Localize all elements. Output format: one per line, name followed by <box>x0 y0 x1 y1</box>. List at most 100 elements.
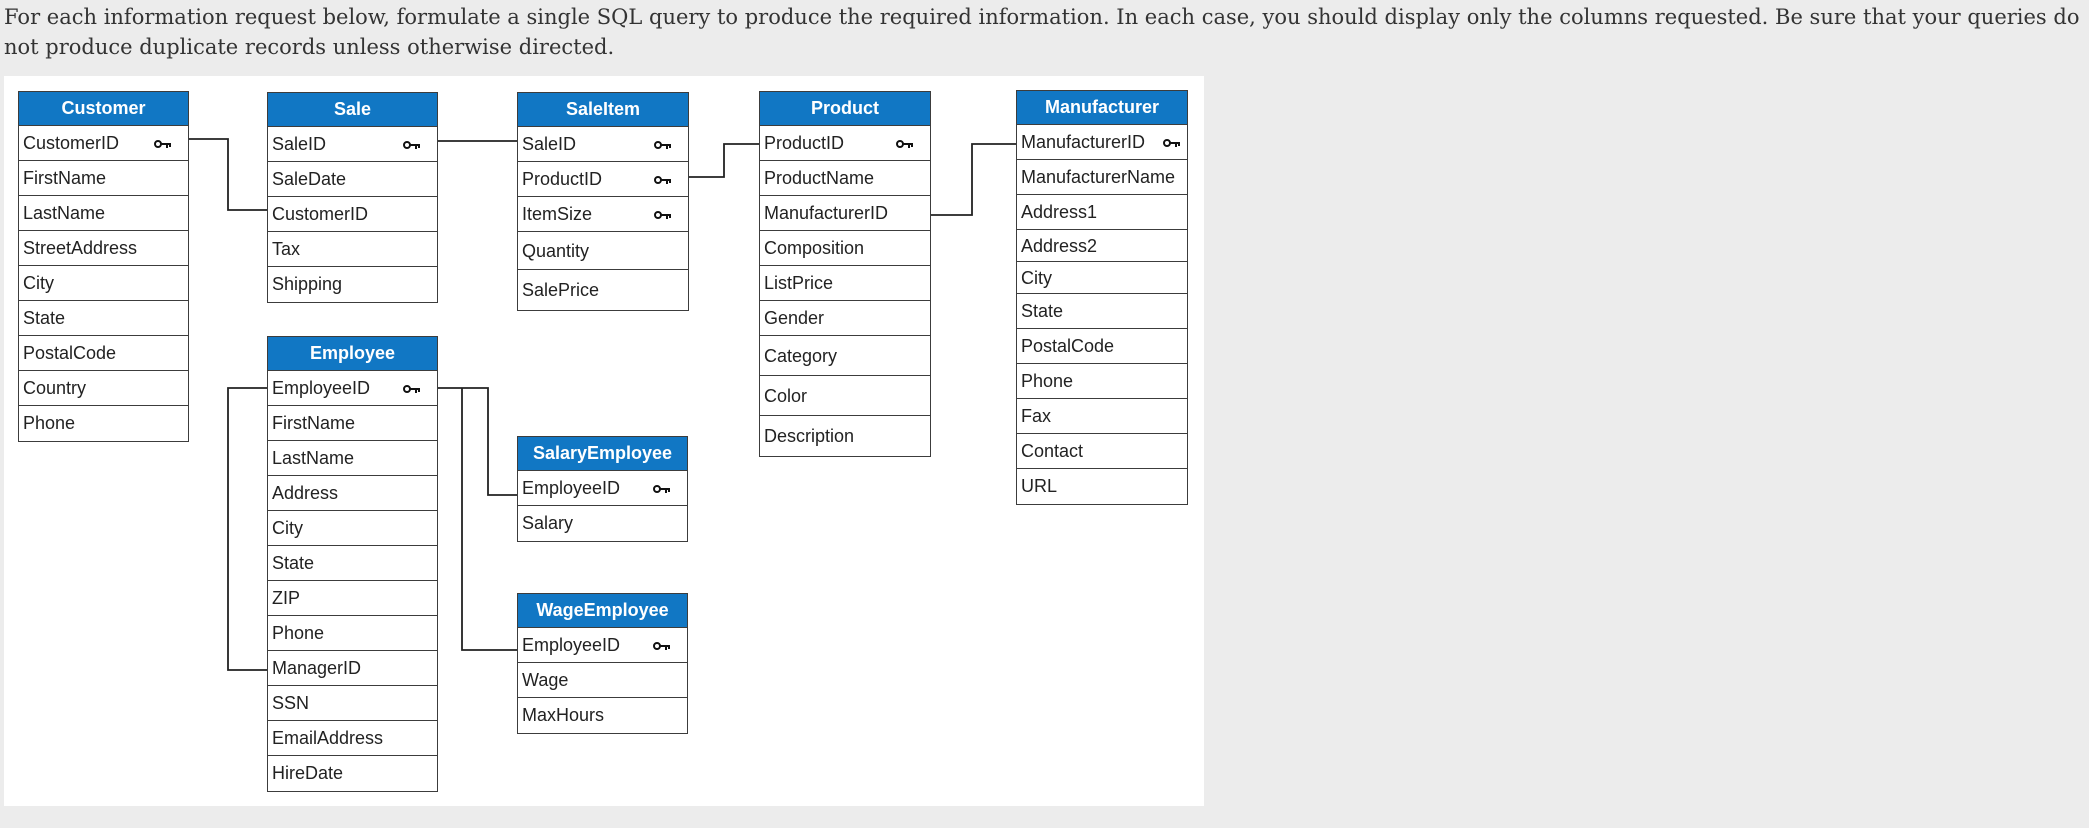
field-row: SalePrice <box>518 270 688 310</box>
field-name: PostalCode <box>1021 336 1115 356</box>
field-row: Composition <box>760 231 930 266</box>
field-name: Address <box>272 483 339 503</box>
field-name: SSN <box>272 693 310 713</box>
field-name: ManagerID <box>272 658 362 678</box>
key-icon <box>403 385 420 393</box>
key-icon <box>654 176 671 184</box>
field-row: PostalCode <box>1017 329 1187 364</box>
field-row: Address2 <box>1017 230 1187 262</box>
field-name: LastName <box>23 203 106 223</box>
key-icon <box>654 211 671 219</box>
field-row: EmployeeID <box>268 371 437 406</box>
table-title: Sale <box>268 93 437 127</box>
field-name: PostalCode <box>23 343 117 363</box>
field-name: Tax <box>272 239 301 259</box>
field-name: Quantity <box>522 241 590 261</box>
field-name: SaleDate <box>272 169 347 189</box>
field-row: City <box>19 266 188 301</box>
field-name: Shipping <box>272 274 343 294</box>
field-name: EmailAddress <box>272 728 384 748</box>
field-name: Composition <box>764 238 865 258</box>
field-name: Color <box>764 386 808 406</box>
link-saleitem-product <box>689 143 759 178</box>
field-row: PostalCode <box>19 336 188 371</box>
field-row: ManufacturerID <box>760 196 930 231</box>
field-row: Quantity <box>518 232 688 270</box>
key-icon <box>1163 139 1180 147</box>
field-row: LastName <box>19 196 188 231</box>
field-row: Phone <box>19 406 188 441</box>
field-name: EmployeeID <box>272 378 371 398</box>
relationship-lines <box>189 138 1016 671</box>
field-name: CustomerID <box>272 204 369 224</box>
field-row: Fax <box>1017 399 1187 434</box>
table-title: SalaryEmployee <box>518 437 687 471</box>
field-row: Address1 <box>1017 195 1187 230</box>
table-sale: Sale SaleID SaleDate CustomerID Tax Ship… <box>267 92 438 303</box>
table-title: WageEmployee <box>518 594 687 628</box>
key-icon <box>403 141 420 149</box>
field-name: City <box>1021 268 1052 288</box>
table-title: Employee <box>268 337 437 371</box>
field-name: ManufacturerID <box>1021 132 1146 152</box>
field-row: EmployeeID <box>518 471 687 506</box>
link-employee-wageemployee <box>461 388 517 651</box>
field-row: CustomerID <box>268 197 437 232</box>
link-product-manufacturer <box>931 143 1016 216</box>
field-name: Category <box>764 346 838 366</box>
table-title: SaleItem <box>518 93 688 127</box>
field-name: Description <box>764 426 855 446</box>
field-row: StreetAddress <box>19 231 188 266</box>
field-row: Wage <box>518 663 687 698</box>
link-employee-manager <box>227 387 267 671</box>
field-name: MaxHours <box>522 705 605 725</box>
field-row: ItemSize <box>518 197 688 232</box>
field-name: Fax <box>1021 406 1052 426</box>
field-name: StreetAddress <box>23 238 138 258</box>
field-row: ListPrice <box>760 266 930 301</box>
field-name: Phone <box>272 623 325 643</box>
field-name: HireDate <box>272 763 344 783</box>
field-row: ProductID <box>518 162 688 197</box>
key-icon <box>896 140 913 148</box>
field-row: State <box>19 301 188 336</box>
field-name: Address2 <box>1021 236 1098 256</box>
field-row: SaleID <box>268 127 437 162</box>
field-name: Country <box>23 378 87 398</box>
table-wageemployee: WageEmployee EmployeeID Wage MaxHours <box>517 593 688 734</box>
field-name: State <box>1021 301 1064 321</box>
table-product: Product ProductID ProductName Manufactur… <box>759 91 931 457</box>
field-row: State <box>1017 294 1187 329</box>
field-name: ZIP <box>272 588 301 608</box>
field-name: SaleID <box>522 134 577 154</box>
field-row: LastName <box>268 441 437 476</box>
link-employee-salaryemployee <box>438 387 517 496</box>
field-name: ItemSize <box>522 204 593 224</box>
table-employee: Employee EmployeeID FirstName LastName A… <box>267 336 438 792</box>
field-row: SaleDate <box>268 162 437 197</box>
field-name: EmployeeID <box>522 478 621 498</box>
field-name: Salary <box>522 513 574 533</box>
link-customer-sale <box>189 138 267 211</box>
field-name: ManufacturerName <box>1021 167 1176 187</box>
field-row: SaleID <box>518 127 688 162</box>
table-customer: Customer CustomerID FirstName LastName S… <box>18 91 189 442</box>
field-row: Country <box>19 371 188 406</box>
field-name: CustomerID <box>23 133 120 153</box>
field-name: Contact <box>1021 441 1084 461</box>
field-row: ManufacturerID <box>1017 125 1187 160</box>
field-row: Phone <box>1017 364 1187 399</box>
field-row: City <box>1017 262 1187 294</box>
field-name: URL <box>1021 476 1058 496</box>
field-row: Phone <box>268 616 437 651</box>
field-row: MaxHours <box>518 698 687 733</box>
field-row: ProductID <box>760 126 930 161</box>
table-saleitem: SaleItem SaleID ProductID ItemSize Quant… <box>517 92 689 311</box>
field-row: ManagerID <box>268 651 437 686</box>
key-icon <box>653 642 670 650</box>
field-row: City <box>268 511 437 546</box>
field-name: Phone <box>23 413 76 433</box>
field-name: LastName <box>272 448 355 468</box>
field-row: Shipping <box>268 267 437 302</box>
table-manufacturer: Manufacturer ManufacturerID Manufacturer… <box>1016 90 1188 505</box>
